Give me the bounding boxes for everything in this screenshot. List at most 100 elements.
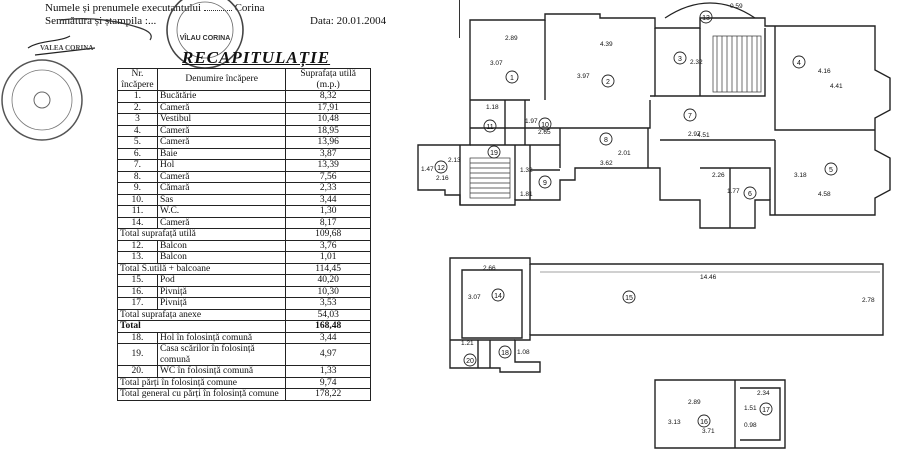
total-annex-label: Total suprafața anexe [116, 308, 287, 321]
room-name: Cămară [156, 182, 287, 195]
svg-text:1.97: 1.97 [525, 118, 538, 125]
col-denumire: Denumire încăpere [156, 68, 287, 91]
total-s-label: Total S.utilă + balcoane [116, 262, 287, 275]
svg-text:2.66: 2.66 [483, 265, 496, 272]
room-name: Pod [156, 274, 287, 287]
total-row: Total 168,48 [116, 320, 371, 333]
floor-plan: 1 2 3 4 5 6 7 8 9 10 11 12 13 14 15 16 1… [417, 2, 891, 449]
svg-text:3.07: 3.07 [490, 60, 503, 67]
room-area: 4,97 [285, 343, 371, 366]
svg-text:2.89: 2.89 [688, 399, 701, 406]
svg-text:12: 12 [437, 165, 445, 172]
svg-text:3.62: 3.62 [600, 160, 613, 167]
room-nr: 13. [117, 251, 158, 264]
room-name: Casa scărilor în folosință comună [156, 343, 287, 366]
svg-text:1.51: 1.51 [744, 405, 757, 412]
svg-text:2.13: 2.13 [448, 157, 461, 164]
room-name: Cameră [156, 136, 287, 149]
grand-total-value: 178,22 [285, 388, 371, 401]
room-nr: 12. [117, 239, 158, 252]
room-name: Baie [156, 147, 287, 160]
svg-text:2.32: 2.32 [690, 59, 703, 66]
room-name: Hol [156, 159, 287, 172]
room-nr: 1. [117, 90, 158, 103]
room-nr: 17. [117, 297, 158, 310]
svg-text:3.07: 3.07 [468, 294, 481, 301]
room-nr: 6. [117, 147, 158, 160]
total-util-value: 109,68 [285, 228, 371, 241]
room-numbers: 1 2 3 4 5 6 7 8 9 10 11 12 13 14 15 16 1… [437, 15, 833, 426]
plan-cellar-walls [654, 379, 786, 449]
table-header-row: Nr. încăpere Denumire încăpere Suprafața… [117, 68, 371, 91]
room-nr: 15. [117, 274, 158, 287]
room-name: Balcon [156, 239, 287, 252]
room-nr: 5. [117, 136, 158, 149]
room-nr: 18. [117, 331, 158, 344]
plan-main-walls [417, 13, 891, 229]
svg-text:2.89: 2.89 [505, 35, 518, 42]
svg-text:1.77: 1.77 [727, 188, 740, 195]
room-area: 3,44 [285, 331, 371, 344]
total-common-label: Total părți în folosință comune [116, 376, 287, 389]
svg-text:2.65: 2.65 [538, 129, 551, 136]
svg-text:2.16: 2.16 [436, 175, 449, 182]
col-nr: Nr. încăpere [117, 68, 158, 91]
svg-text:11: 11 [486, 124, 493, 131]
svg-text:4.51: 4.51 [697, 132, 710, 139]
svg-text:3: 3 [678, 56, 682, 63]
room-area: 13,39 [285, 159, 371, 172]
svg-text:14.46: 14.46 [700, 274, 717, 281]
svg-text:2: 2 [606, 79, 610, 86]
plan-attic-walls [449, 257, 884, 373]
side-stamp [1, 59, 83, 141]
room-nr: 16. [117, 285, 158, 298]
room-nr: 4. [117, 124, 158, 137]
room-area: 3,53 [285, 297, 371, 310]
total-s-value: 114,45 [285, 262, 371, 275]
total-s-row: Total S.utilă + balcoane 114,45 [116, 262, 371, 275]
room-area: 10,30 [285, 285, 371, 298]
executant-line: Numele și prenumele executantului Corina [45, 2, 265, 15]
svg-text:13: 13 [702, 15, 710, 22]
room-area: 8,17 [285, 216, 371, 229]
room-nr: 7. [117, 159, 158, 172]
svg-text:1.81: 1.81 [520, 191, 533, 198]
room-area: 10,48 [285, 113, 371, 126]
room-area: 18,95 [285, 124, 371, 137]
executant-label: Numele și prenumele executantului [45, 2, 202, 14]
svg-text:3.97: 3.97 [577, 73, 590, 80]
room-name: WC în folosință comună [156, 365, 287, 378]
room-name: Cameră [156, 101, 287, 114]
total-util-label: Total suprafață utilă [116, 228, 287, 241]
room-name: Bucătărie [156, 90, 287, 103]
room-area: 8,32 [285, 90, 371, 103]
room-name: Pivniță [156, 297, 287, 310]
recap-table: Nr. încăpere Denumire încăpere Suprafața… [116, 68, 371, 401]
date-text: Data: 20.01.2004 [310, 15, 387, 27]
room-circles [434, 10, 838, 428]
svg-text:1.08: 1.08 [517, 349, 530, 356]
stamp-name: VALEA CORINA [40, 44, 94, 52]
room-area: 3,76 [285, 239, 371, 252]
svg-text:4.58: 4.58 [818, 191, 831, 198]
room-nr: 2. [117, 101, 158, 114]
room-area: 1,01 [285, 251, 371, 264]
svg-text:2.01: 2.01 [618, 150, 631, 157]
svg-text:2.34: 2.34 [757, 390, 770, 397]
dimensions: 0.59 2.89 3.07 4.39 3.97 2.32 4.16 4.41 … [421, 3, 875, 435]
total-value: 168,48 [285, 320, 371, 333]
